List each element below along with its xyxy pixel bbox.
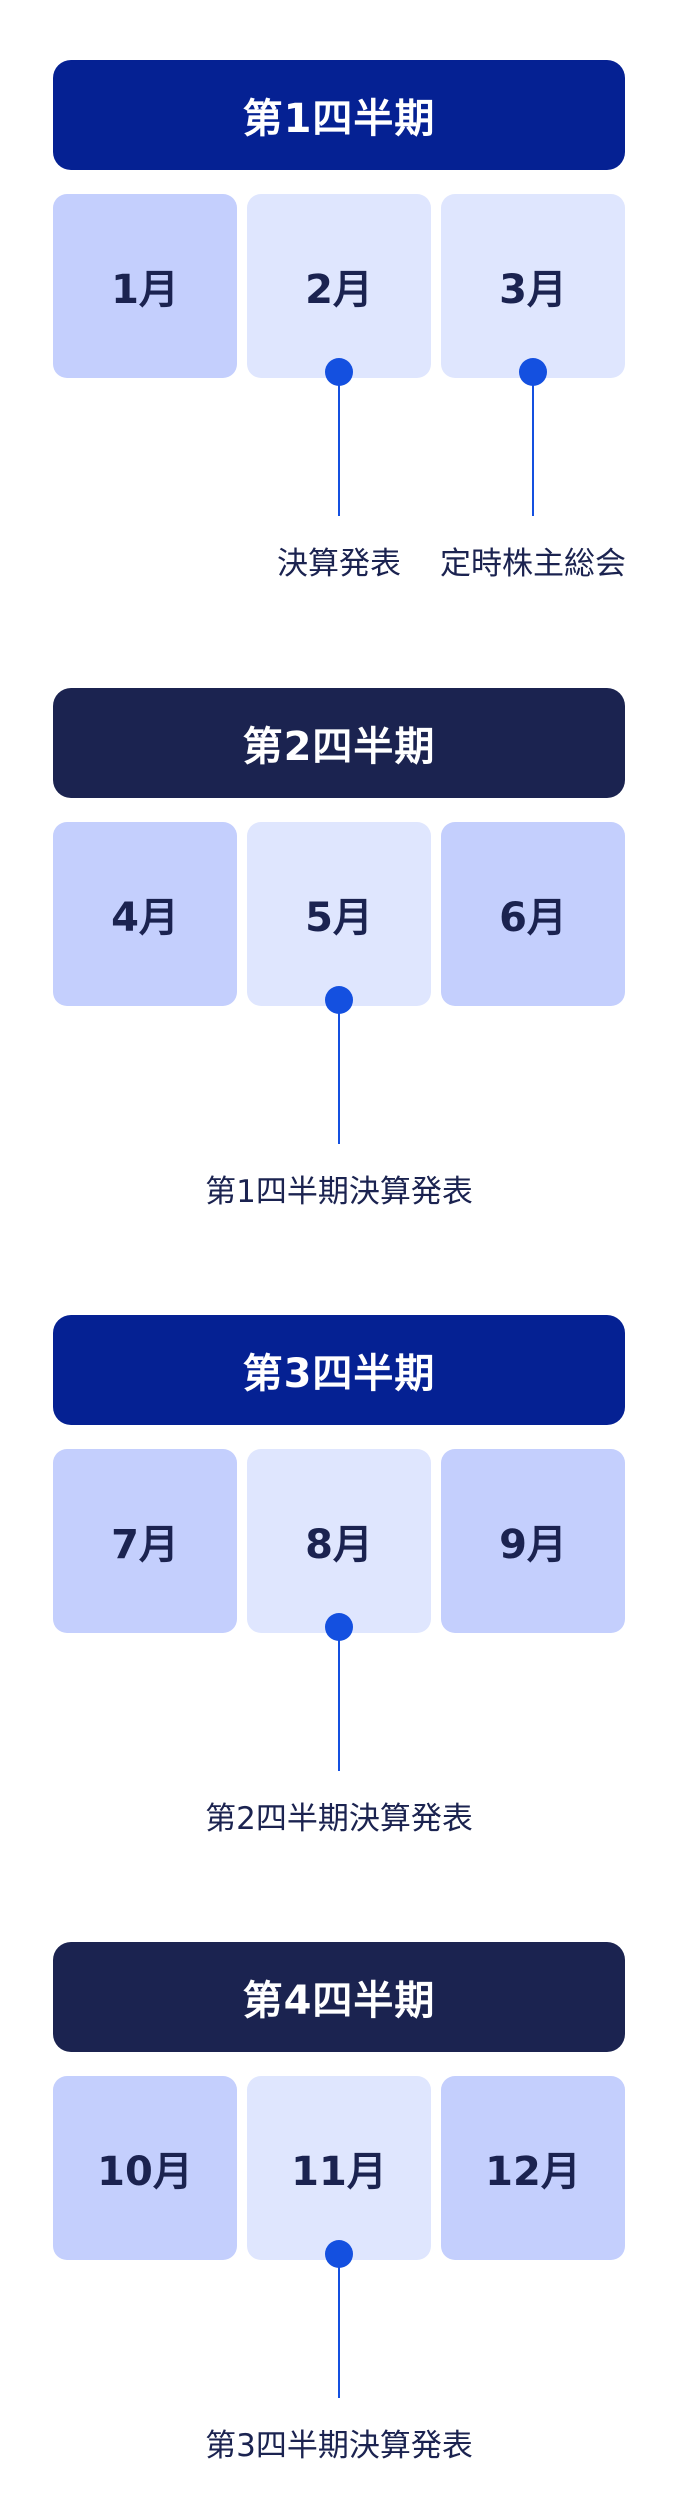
event-marker-february: 決算発表 xyxy=(277,358,401,588)
quarter-3: 第3四半期 7月 8月 9月 第2四半期決算発表 xyxy=(0,1315,682,1875)
quarter-2-header: 第2四半期 xyxy=(53,688,625,798)
month-august: 8月 xyxy=(247,1449,431,1633)
month-june: 6月 xyxy=(441,822,625,1006)
month-september: 9月 xyxy=(441,1449,625,1633)
event-connector-line xyxy=(338,1006,340,1144)
event-connector-line xyxy=(338,2260,340,2398)
month-november: 11月 xyxy=(247,2076,431,2260)
event-connector-line xyxy=(532,378,534,516)
event-marker-march: 定時株主総会 xyxy=(440,358,626,588)
event-label-annual-shareholders-meeting: 定時株主総会 xyxy=(440,546,626,582)
event-connector-line xyxy=(338,378,340,516)
month-october: 10月 xyxy=(53,2076,237,2260)
quarter-1: 第1四半期 1月 2月 3月 決算発表 定時株主総会 xyxy=(0,60,682,620)
month-december: 12月 xyxy=(441,2076,625,2260)
event-connector-line xyxy=(338,1633,340,1771)
event-marker-november: 第3四半期決算発表 xyxy=(205,2240,473,2470)
quarter-2: 第2四半期 4月 5月 6月 第1四半期決算発表 xyxy=(0,688,682,1248)
event-label-q2-earnings: 第2四半期決算発表 xyxy=(205,1801,473,1837)
quarter-3-header: 第3四半期 xyxy=(53,1315,625,1425)
quarter-1-header: 第1四半期 xyxy=(53,60,625,170)
quarter-4: 第4四半期 10月 11月 12月 第3四半期決算発表 xyxy=(0,1942,682,2502)
month-march: 3月 xyxy=(441,194,625,378)
event-label-earnings-release: 決算発表 xyxy=(277,546,401,582)
quarter-4-header: 第4四半期 xyxy=(53,1942,625,2052)
event-marker-may: 第1四半期決算発表 xyxy=(205,986,473,1216)
month-february: 2月 xyxy=(247,194,431,378)
month-april: 4月 xyxy=(53,822,237,1006)
month-may: 5月 xyxy=(247,822,431,1006)
event-marker-august: 第2四半期決算発表 xyxy=(205,1613,473,1843)
month-january: 1月 xyxy=(53,194,237,378)
event-label-q3-earnings: 第3四半期決算発表 xyxy=(205,2428,473,2464)
month-july: 7月 xyxy=(53,1449,237,1633)
event-label-q1-earnings: 第1四半期決算発表 xyxy=(205,1174,473,1210)
